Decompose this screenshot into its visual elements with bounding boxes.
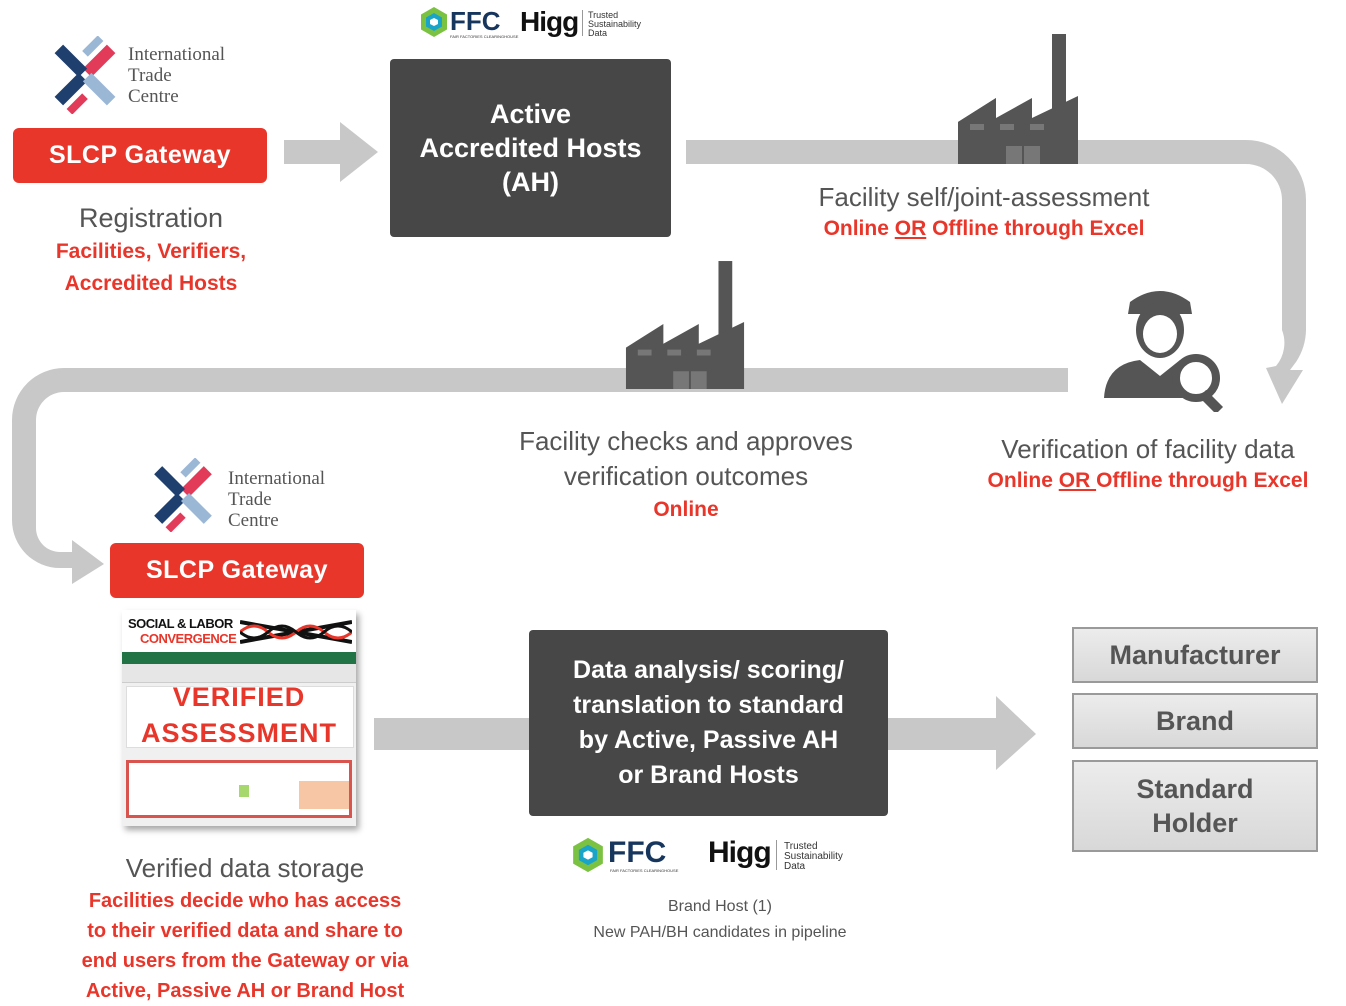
higg-logo-text: Higg	[520, 6, 579, 37]
arrow-gateway-to-ah	[284, 122, 378, 182]
ffc-logo-text: FFC	[608, 836, 667, 869]
registration-block: Registration Facilities, Verifiers, Accr…	[10, 202, 292, 300]
higg-sub-2: Sustainability	[784, 851, 843, 862]
verification-sub-b: Offline through Excel	[1096, 469, 1309, 492]
slc-weave-icon	[240, 620, 352, 644]
self-assessment-sub: Online OR Offline through Excel	[768, 214, 1200, 244]
brand-host-line-2: New PAH/BH candidates in pipeline	[593, 924, 847, 941]
self-assessment-block: Facility self/joint-assessment Online OR…	[768, 180, 1200, 244]
ah-line-2: Accredited Hosts	[419, 133, 642, 163]
itc-line-2: Trade	[228, 489, 272, 510]
itc-line-2: Trade	[128, 65, 172, 86]
factory-icon	[958, 34, 1078, 164]
storage-sub-4: Active, Passive AH or Brand Host	[85, 980, 405, 1002]
slcp-gateway-mid: SLCP Gateway	[110, 543, 364, 598]
assessment-overlay: ASSESSMENT	[140, 718, 338, 748]
ffc-logo-sub: FAIR FACTORIES CLEARINGHOUSE	[610, 868, 679, 873]
verification-title: Verification of facility data	[1001, 434, 1295, 464]
higg-sub-1: Trusted	[784, 841, 818, 852]
arrow-bottom-band	[374, 718, 530, 750]
storage-sub-1: Facilities decide who has access	[88, 890, 402, 912]
excel-toolbar	[122, 664, 356, 683]
slc-brand-line-1: SOCIAL & LABOR	[128, 616, 233, 631]
ffc-logo-sub: FAIR FACTORIES CLEARINGHOUSE	[450, 34, 519, 39]
bottom-logos: FFC FAIR FACTORIES CLEARINGHOUSE Higg Tr…	[572, 834, 862, 878]
approval-line-2: verification outcomes	[563, 461, 809, 491]
itc-line-3: Centre	[228, 510, 279, 531]
registration-title: Registration	[78, 203, 224, 233]
verified-assessment-image: SOCIAL & LABOR CONVERGENCE VERIFIED ASSE…	[122, 610, 356, 826]
itc-logo-top: International Trade Centre	[46, 36, 246, 116]
higg-divider	[582, 10, 583, 36]
factory-icon	[625, 261, 745, 389]
itc-line-1: International	[128, 44, 226, 65]
standard-holder-label: Standard Holder	[1136, 774, 1254, 838]
ah-line-1: Active	[489, 99, 572, 129]
data-analysis-box: Data analysis/ scoring/ translation to s…	[529, 630, 888, 816]
itc-line-3: Centre	[128, 86, 179, 107]
verification-sub-or: OR	[1058, 469, 1097, 492]
registration-sub-1: Facilities, Verifiers,	[55, 240, 247, 263]
analysis-line-2: translation to standard	[573, 691, 844, 719]
slcp-gateway-top: SLCP Gateway	[13, 128, 267, 183]
arrow-middle-band	[64, 368, 1068, 392]
analysis-line-1: Data analysis/ scoring/	[573, 656, 844, 684]
excel-sheet-top	[126, 686, 354, 748]
ffc-hex-icon	[421, 7, 447, 37]
arrow-left-curve	[12, 368, 104, 584]
higg-sub-3: Data	[784, 861, 806, 872]
storage-sub-3: end users from the Gateway or via	[81, 950, 409, 972]
itc-cross-icon	[54, 36, 116, 114]
self-assessment-sub-or: OR	[894, 217, 927, 240]
analysis-line-4: or Brand Hosts	[618, 761, 799, 789]
top-logos: FFC FAIR FACTORIES CLEARINGHOUSE Higg Tr…	[420, 4, 660, 44]
approval-block: Facility checks and approves verificatio…	[470, 424, 902, 526]
itc-logo-mid: International Trade Centre	[146, 458, 346, 538]
approval-line-1: Facility checks and approves	[519, 426, 853, 456]
brand-host-line-1: Brand Host (1)	[667, 898, 773, 915]
higg-sub: Trusted Sustainability Data	[784, 842, 843, 872]
storage-sub-2: to their verified data and share to	[87, 920, 403, 942]
itc-line-1: International	[228, 468, 326, 489]
slc-header: SOCIAL & LABOR CONVERGENCE	[122, 610, 356, 652]
verified-overlay: VERIFIED	[172, 682, 306, 712]
end-user-standard-holder: Standard Holder	[1072, 760, 1318, 852]
itc-cross-icon	[154, 458, 212, 532]
higg-sub-3: Data	[588, 28, 608, 38]
verification-sub: Online OR Offline through Excel	[950, 466, 1346, 496]
higg-sub: Trusted Sustainability Data	[588, 11, 641, 38]
analysis-line-3: by Active, Passive AH	[578, 726, 839, 754]
brand-host-block: Brand Host (1) New PAH/BH candidates in …	[530, 894, 910, 946]
ffc-hex-icon	[573, 837, 603, 873]
verifier-person-icon	[1104, 291, 1224, 412]
arrow-right-curve	[1246, 140, 1306, 404]
higg-logo-text: Higg	[708, 836, 772, 869]
active-accredited-hosts-box: Active Accredited Hosts (AH)	[390, 59, 671, 237]
excel-ribbon	[122, 652, 356, 664]
slc-brand-line-2: CONVERGENCE	[140, 631, 237, 646]
higg-divider	[776, 840, 777, 870]
ffc-logo-text: FFC	[450, 6, 501, 36]
end-user-brand: Brand	[1072, 693, 1318, 749]
approval-sub: Online	[653, 498, 719, 521]
self-assessment-title: Facility self/joint-assessment	[818, 182, 1150, 212]
end-user-manufacturer: Manufacturer	[1072, 627, 1318, 683]
self-assessment-sub-b: Offline through Excel	[926, 217, 1145, 240]
storage-block: Verified data storage Facilities decide …	[20, 852, 470, 1006]
registration-sub-2: Accredited Hosts	[64, 272, 238, 295]
higg-sub-2: Sustainability	[588, 19, 642, 29]
ah-line-3: (AH)	[502, 167, 559, 197]
higg-sub-1: Trusted	[588, 10, 619, 20]
excel-sheet-red	[126, 760, 352, 818]
self-assessment-sub-a: Online	[823, 217, 895, 240]
storage-title: Verified data storage	[125, 853, 365, 883]
arrow-analysis-to-users	[888, 696, 1036, 770]
verification-sub-a: Online	[987, 469, 1059, 492]
verification-block: Verification of facility data Online OR …	[950, 432, 1346, 496]
